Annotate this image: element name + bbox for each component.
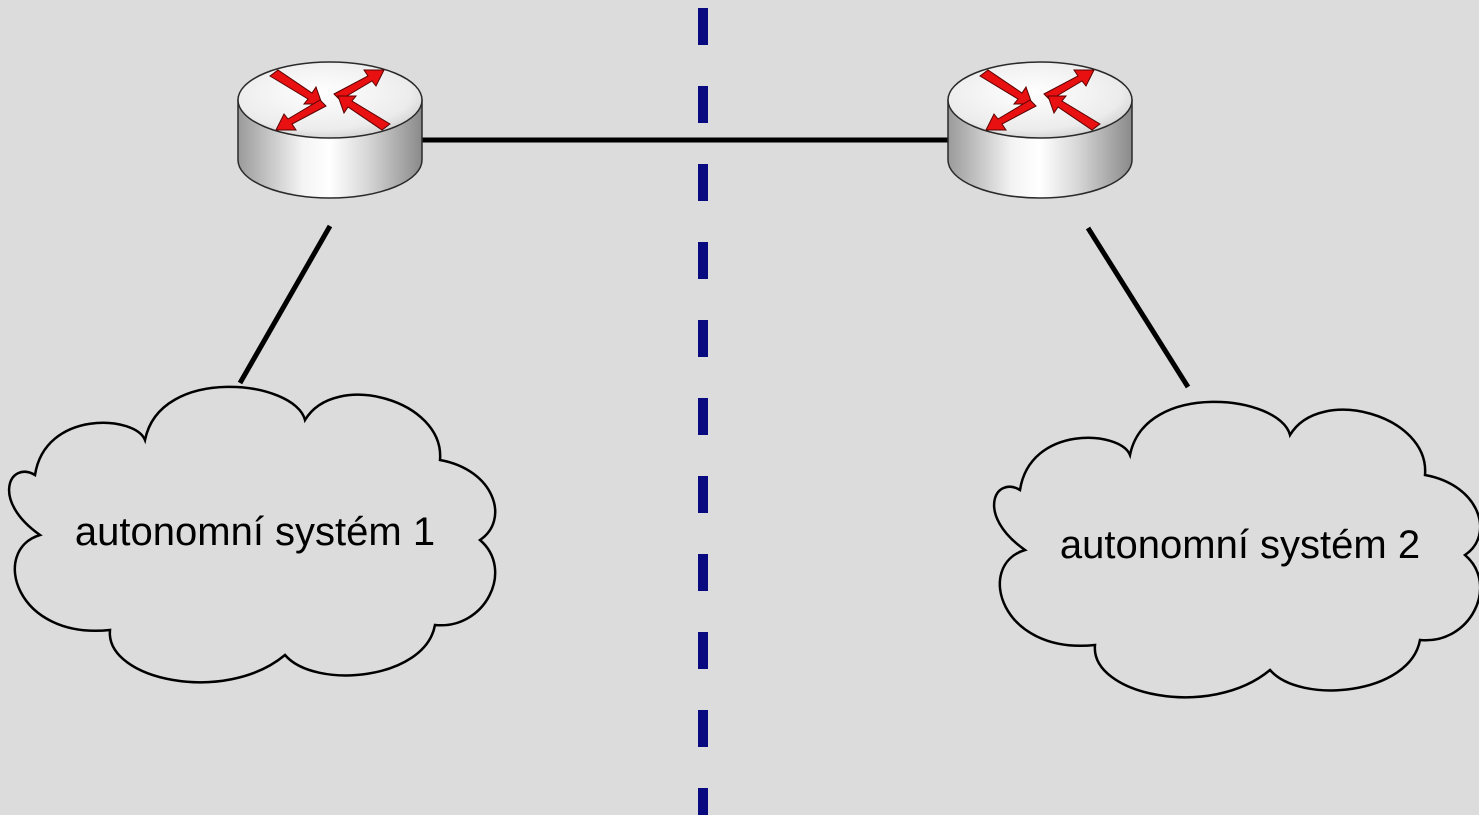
link-router2-cloud2 xyxy=(1085,226,1191,389)
cloud-1-label: autonomní systém 1 xyxy=(75,510,435,554)
link-router1-cloud1 xyxy=(237,224,333,385)
cloud-2-label: autonomní systém 2 xyxy=(1060,523,1420,567)
router-icon xyxy=(237,61,423,199)
router-icon xyxy=(947,61,1133,199)
